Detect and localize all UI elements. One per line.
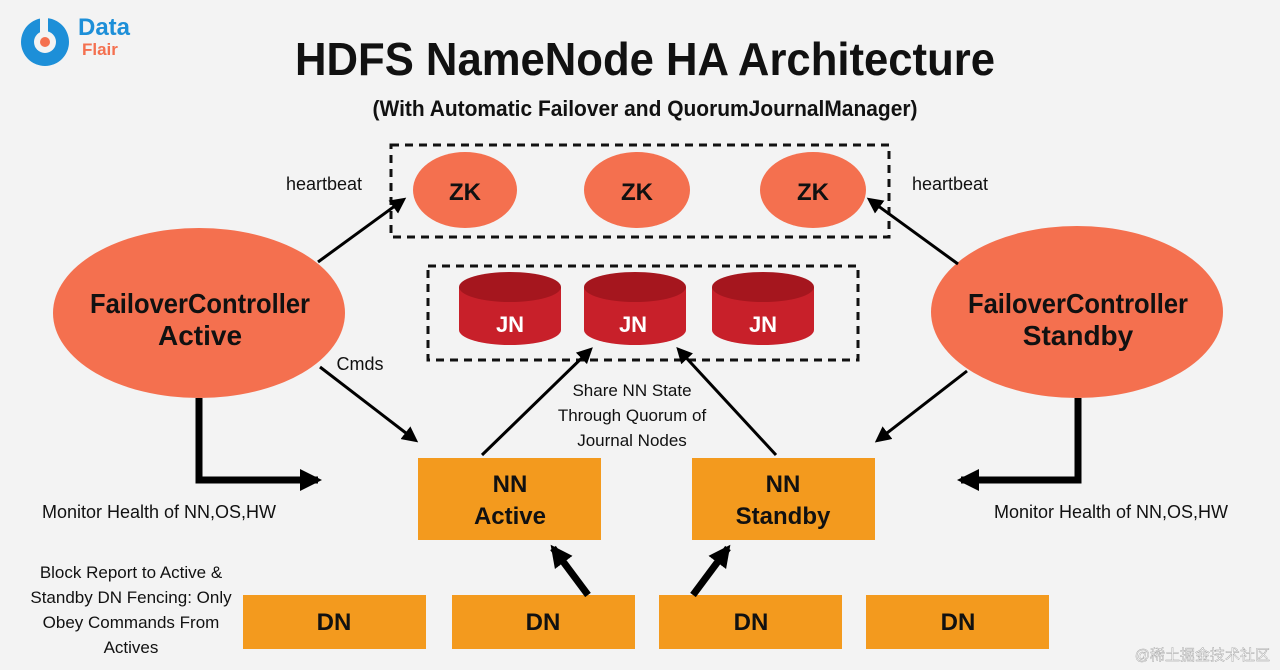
monitor-label-right: Monitor Health of NN,OS,HW (994, 502, 1228, 522)
failover-active-line1: FailoverController (90, 288, 310, 319)
dn-box: DN (243, 595, 426, 649)
heartbeat-arrow-left (317, 197, 407, 264)
heartbeat-label-left: heartbeat (286, 174, 362, 194)
share-state-line: Share NN State (572, 381, 691, 400)
jn-cylinder: JN (712, 272, 814, 345)
jn-group-box (426, 264, 860, 362)
nn-active-line2: Active (474, 503, 546, 530)
page-title: HDFS NameNode HA Architecture (295, 33, 995, 85)
nn-standby-line1: NN (766, 471, 801, 498)
jn-label: JN (496, 312, 524, 337)
page-subtitle: (With Automatic Failover and QuorumJourn… (373, 96, 918, 121)
logo-line2: Flair (82, 40, 118, 59)
zk-group-box (389, 143, 891, 239)
zk-label: ZK (621, 179, 654, 206)
jn-label: JN (749, 312, 777, 337)
nn-active-line1: NN (493, 471, 528, 498)
nn-active-to-jn-arrow (480, 347, 593, 457)
heartbeat-label-right: heartbeat (912, 174, 988, 194)
monitor-label-left: Monitor Health of NN,OS,HW (42, 502, 276, 522)
failover-standby-line2: Standby (1023, 320, 1134, 351)
block-report-line: Standby DN Fencing: Only (30, 588, 232, 607)
dn-label: DN (941, 609, 976, 636)
failover-active-line2: Active (158, 320, 242, 351)
block-report-line: Obey Commands From (43, 613, 220, 632)
cmds-label: Cmds (336, 354, 383, 374)
dn-to-nn-standby-arrow (690, 544, 731, 598)
zk-label: ZK (797, 179, 830, 206)
block-report-line: Actives (104, 638, 159, 657)
zk-node: ZK (760, 152, 866, 228)
share-state-line: Journal Nodes (577, 431, 687, 450)
cmds-arrow-left (319, 365, 419, 443)
watermark-text: @稀土掘金技术社区 (1135, 647, 1270, 664)
zk-label: ZK (449, 179, 482, 206)
cmds-arrow-right (874, 369, 968, 443)
nn-standby-to-jn-arrow (676, 347, 778, 457)
jn-cylinder: JN (584, 272, 686, 345)
jn-label: JN (619, 312, 647, 337)
zk-node: ZK (584, 152, 690, 228)
nn-standby-box: NN Standby (692, 458, 875, 540)
share-state-label: Share NN State Through Quorum of Journal… (558, 381, 707, 450)
dn-box: DN (866, 595, 1049, 649)
logo-line1: Data (78, 14, 131, 41)
zk-node: ZK (413, 152, 517, 228)
dn-box: DN (659, 595, 842, 649)
dn-label: DN (317, 609, 352, 636)
heartbeat-arrow-right (866, 197, 959, 266)
failover-standby-line1: FailoverController (968, 288, 1188, 319)
dn-to-nn-active-arrow (550, 544, 591, 598)
nn-active-box: NN Active (418, 458, 601, 540)
dataflair-logo: Data Flair (21, 14, 131, 66)
block-report-label: Block Report to Active & Standby DN Fenc… (30, 563, 232, 657)
monitor-arrow-left (195, 398, 322, 491)
dn-box: DN (452, 595, 635, 649)
nn-standby-line2: Standby (736, 503, 831, 530)
failover-controller-active: FailoverController Active (53, 228, 345, 398)
monitor-arrow-right (957, 398, 1082, 491)
dn-label: DN (734, 609, 769, 636)
block-report-line: Block Report to Active & (40, 563, 223, 582)
jn-cylinder: JN (459, 272, 561, 345)
dn-label: DN (526, 609, 561, 636)
share-state-line: Through Quorum of (558, 406, 707, 425)
failover-controller-standby: FailoverController Standby (931, 226, 1223, 398)
